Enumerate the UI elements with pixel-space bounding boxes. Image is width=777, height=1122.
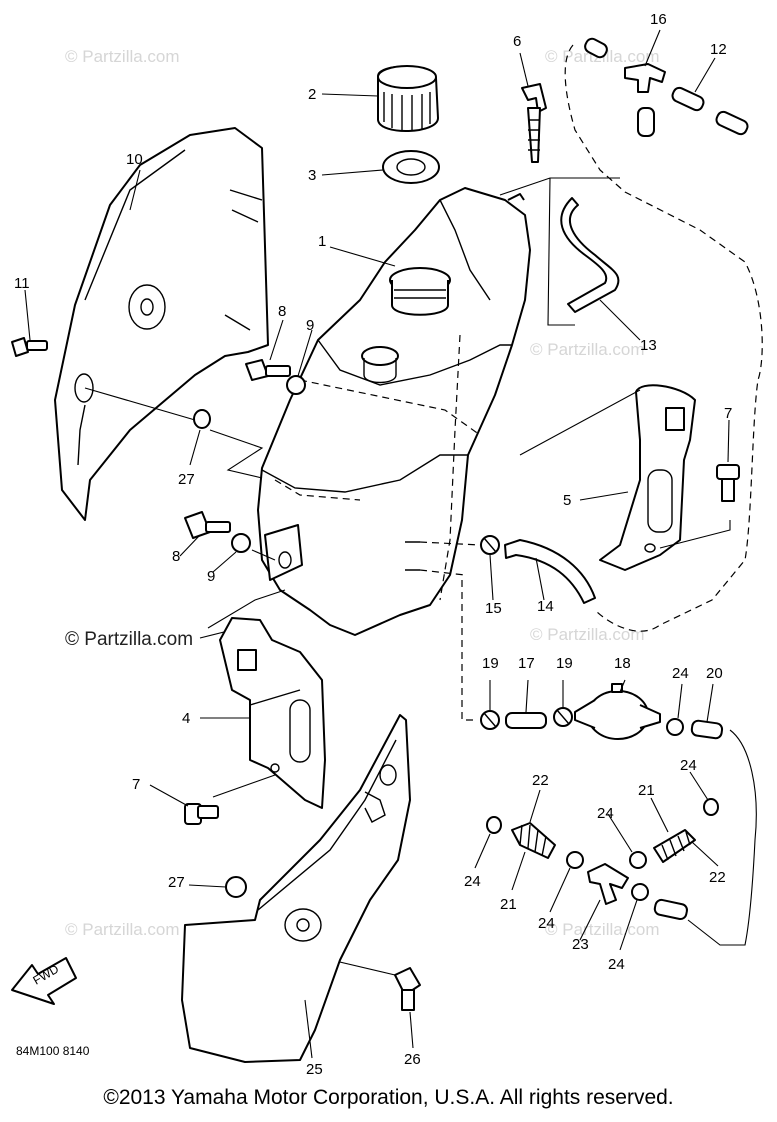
watermark-prominent: © Partzilla.com <box>65 629 193 650</box>
callout-19-right: 19 <box>556 655 573 672</box>
fuel-filter <box>574 683 661 740</box>
clamp-24-b <box>486 816 502 834</box>
joint-23 <box>587 863 629 905</box>
hose-short <box>653 898 688 921</box>
callout-15: 15 <box>485 600 502 617</box>
callout-7-upper: 7 <box>724 405 732 422</box>
collar-9-upper <box>286 375 306 395</box>
diagram-code: 84M100 8140 <box>16 1044 90 1058</box>
callout-13: 13 <box>640 337 657 354</box>
clamp-24-a <box>666 718 684 736</box>
callout-9-lower: 9 <box>207 568 215 585</box>
copyright-notice: ©2013 Yamaha Motor Corporation, U.S.A. A… <box>103 1086 674 1109</box>
fuel-tank-cap <box>377 65 439 132</box>
callout-26: 26 <box>404 1051 421 1068</box>
callout-24-d: 24 <box>597 805 614 822</box>
bolt-26 <box>394 967 421 1011</box>
callout-19-left: 19 <box>482 655 499 672</box>
clamp-24-c <box>566 851 584 869</box>
drain-clip <box>521 83 547 163</box>
hose-20 <box>687 719 757 946</box>
cap-gasket <box>382 150 440 184</box>
callout-12: 12 <box>710 41 727 58</box>
callout-22-right: 22 <box>709 869 726 886</box>
callout-2: 2 <box>308 86 316 103</box>
left-side-cover <box>54 127 269 521</box>
clamp-24-e <box>703 798 719 816</box>
watermark: © Partzilla.com <box>545 920 660 939</box>
callout-25: 25 <box>306 1061 323 1078</box>
callout-24-c: 24 <box>538 915 555 932</box>
clamp-15 <box>480 535 500 555</box>
callout-24-e: 24 <box>680 757 697 774</box>
watermark: © Partzilla.com <box>65 47 180 66</box>
fwd-arrow-icon: FWD <box>11 957 77 1005</box>
callout-8-upper: 8 <box>278 303 286 320</box>
bolt-8-lower <box>184 511 231 539</box>
bolt-8-upper <box>245 359 291 381</box>
callout-7-lower: 7 <box>132 776 140 793</box>
leader-lines <box>84 387 478 976</box>
breather-hoses <box>499 37 763 632</box>
callout-6: 6 <box>513 33 521 50</box>
callout-24-a: 24 <box>672 665 689 682</box>
callout-9-upper: 9 <box>306 317 314 334</box>
callout-24-b: 24 <box>464 873 481 890</box>
callout-4: 4 <box>182 710 190 727</box>
clamp-24-f <box>631 883 649 901</box>
callout-leaders <box>24 29 730 1059</box>
callout-22-left: 22 <box>532 772 549 789</box>
grommet-27-lower <box>225 876 247 898</box>
callout-17: 17 <box>518 655 535 672</box>
right-side-cover <box>181 714 411 1063</box>
watermark: © Partzilla.com <box>530 340 645 359</box>
bolt-7-upper <box>716 464 740 502</box>
callout-3: 3 <box>308 167 316 184</box>
callout-10: 10 <box>126 151 143 168</box>
bolt-7-lower <box>184 803 219 825</box>
callout-27-upper: 27 <box>178 471 195 488</box>
callout-16: 16 <box>650 11 667 28</box>
callout-21-left: 21 <box>500 896 517 913</box>
callout-8-lower: 8 <box>172 548 180 565</box>
callout-21-right: 21 <box>638 782 655 799</box>
callouts: 2 3 1 6 16 12 10 11 8 9 13 7 5 27 8 9 15… <box>14 11 732 1078</box>
fuel-tank <box>257 187 531 636</box>
callout-11: 11 <box>14 275 30 292</box>
clamp-19-left <box>480 710 500 730</box>
bracket-right <box>519 384 731 571</box>
callout-5: 5 <box>563 492 571 509</box>
clamp-19-right <box>553 707 573 727</box>
clamp-24-d <box>629 851 647 869</box>
bolt-11 <box>11 337 48 357</box>
hose-21-left <box>511 822 556 859</box>
callout-20: 20 <box>706 665 723 682</box>
callout-18: 18 <box>614 655 631 672</box>
callout-1: 1 <box>318 233 326 250</box>
callout-24-f: 24 <box>608 956 625 973</box>
callout-23: 23 <box>572 936 589 953</box>
hose-17 <box>505 712 547 729</box>
callout-14: 14 <box>537 598 554 615</box>
grommet-27-upper <box>193 409 211 429</box>
bracket-left <box>219 617 326 809</box>
collar-9-lower <box>231 533 251 553</box>
watermark: © Partzilla.com <box>65 920 180 939</box>
fuel-hose-14 <box>504 539 596 604</box>
watermark: © Partzilla.com <box>530 625 645 644</box>
callout-27-lower: 27 <box>168 874 185 891</box>
hose-21-right <box>653 829 696 863</box>
